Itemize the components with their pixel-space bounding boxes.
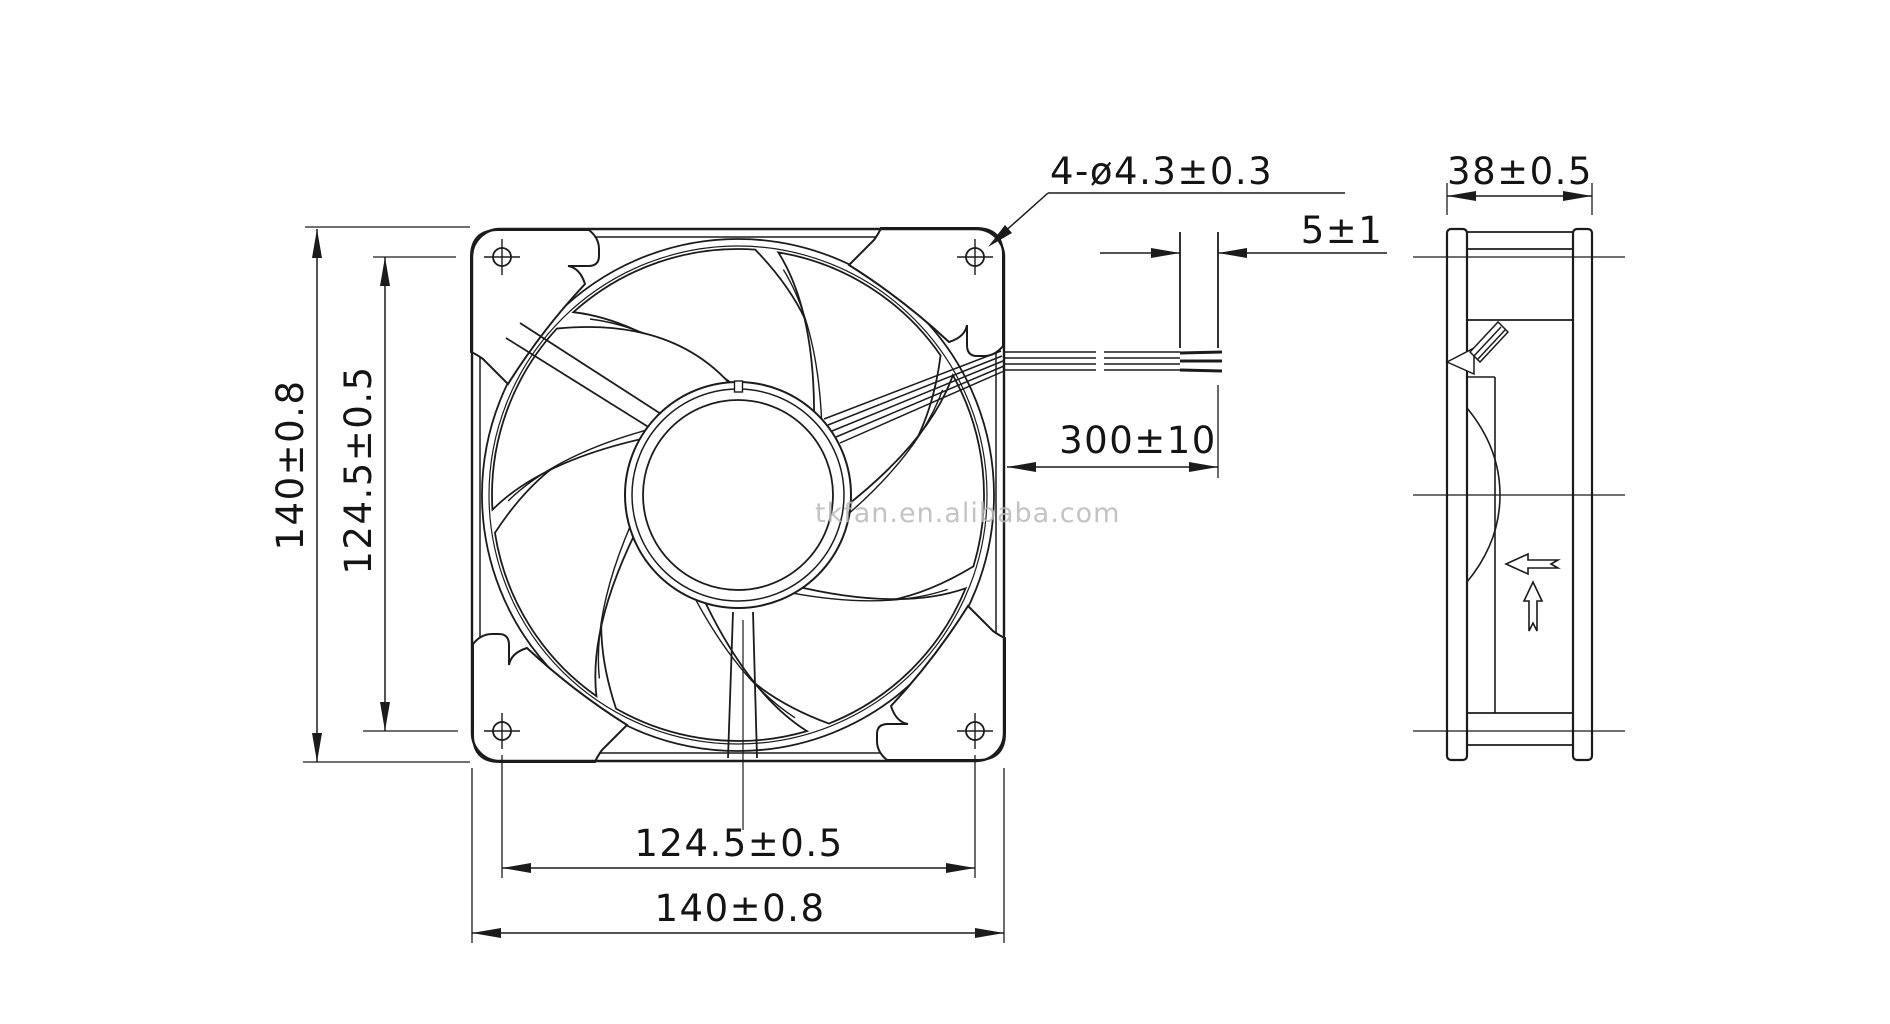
- dim-label-wire-length: 300±10: [1059, 419, 1217, 462]
- dim-label-hole-pitch-vertical: 124.5±0.5: [337, 365, 380, 574]
- dim-label-height: 140±0.8: [269, 380, 312, 551]
- mounting-hole: [957, 713, 993, 749]
- mounting-hole: [484, 239, 520, 275]
- strut-top-left-edge: [505, 337, 651, 429]
- hub-index-notch: [733, 380, 744, 393]
- dim-label-mounting-holes: 4-ø4.3±0.3: [1050, 150, 1273, 193]
- frame-outline: [470, 227, 1006, 763]
- wire-exit-wedge: [1445, 346, 1475, 376]
- dim-label-width: 140±0.8: [655, 887, 826, 930]
- watermark-text: tkfan.en.alibaba.com: [815, 498, 1120, 529]
- dimensions: 140±0.8 124.5±0.5 124.5±0.5 140±0.8 4-ø4…: [269, 150, 1593, 943]
- strip-marks: [1179, 232, 1219, 348]
- hub: [624, 380, 852, 609]
- side-wire-exit: [1445, 320, 1510, 376]
- wire-channel-lines: [823, 350, 1005, 444]
- rotation-direction-icon: [1522, 580, 1544, 632]
- side-view: [1413, 227, 1625, 762]
- hub-outer-circle: [624, 381, 852, 609]
- wire-bundle: [1468, 320, 1510, 364]
- extension-lines: [303, 183, 1593, 943]
- mounting-hole: [957, 239, 993, 275]
- direction-arrows: [1504, 552, 1562, 632]
- front-view: [442, 212, 1016, 830]
- side-flange-lines: [1467, 231, 1573, 746]
- blade-tip-ring: [488, 245, 988, 745]
- dim-label-hole-pitch-horizontal: 124.5±0.5: [634, 822, 843, 865]
- side-centerlines: [1413, 256, 1625, 732]
- hub-face-circle: [642, 399, 834, 591]
- strut-bottom-edge: [752, 611, 758, 759]
- venturi-opening-circle: [481, 238, 995, 752]
- strut-bottom-edge: [727, 611, 734, 759]
- mounting-hole: [484, 713, 520, 749]
- side-blade-profile: [1466, 376, 1501, 713]
- struts: [505, 322, 758, 830]
- mounting-holes: [484, 239, 993, 749]
- airflow-direction-icon: [1504, 552, 1562, 576]
- lead-wire: [1005, 232, 1223, 373]
- lead-wire-bare-conductors: [1179, 350, 1223, 373]
- dim-label-strip-length: 5±1: [1301, 209, 1384, 252]
- lead-wire-insulated: [1005, 351, 1180, 371]
- strut-top-left-edge: [519, 322, 662, 415]
- dim-label-depth: 38±0.5: [1447, 150, 1593, 193]
- arrowheads: [312, 191, 1592, 938]
